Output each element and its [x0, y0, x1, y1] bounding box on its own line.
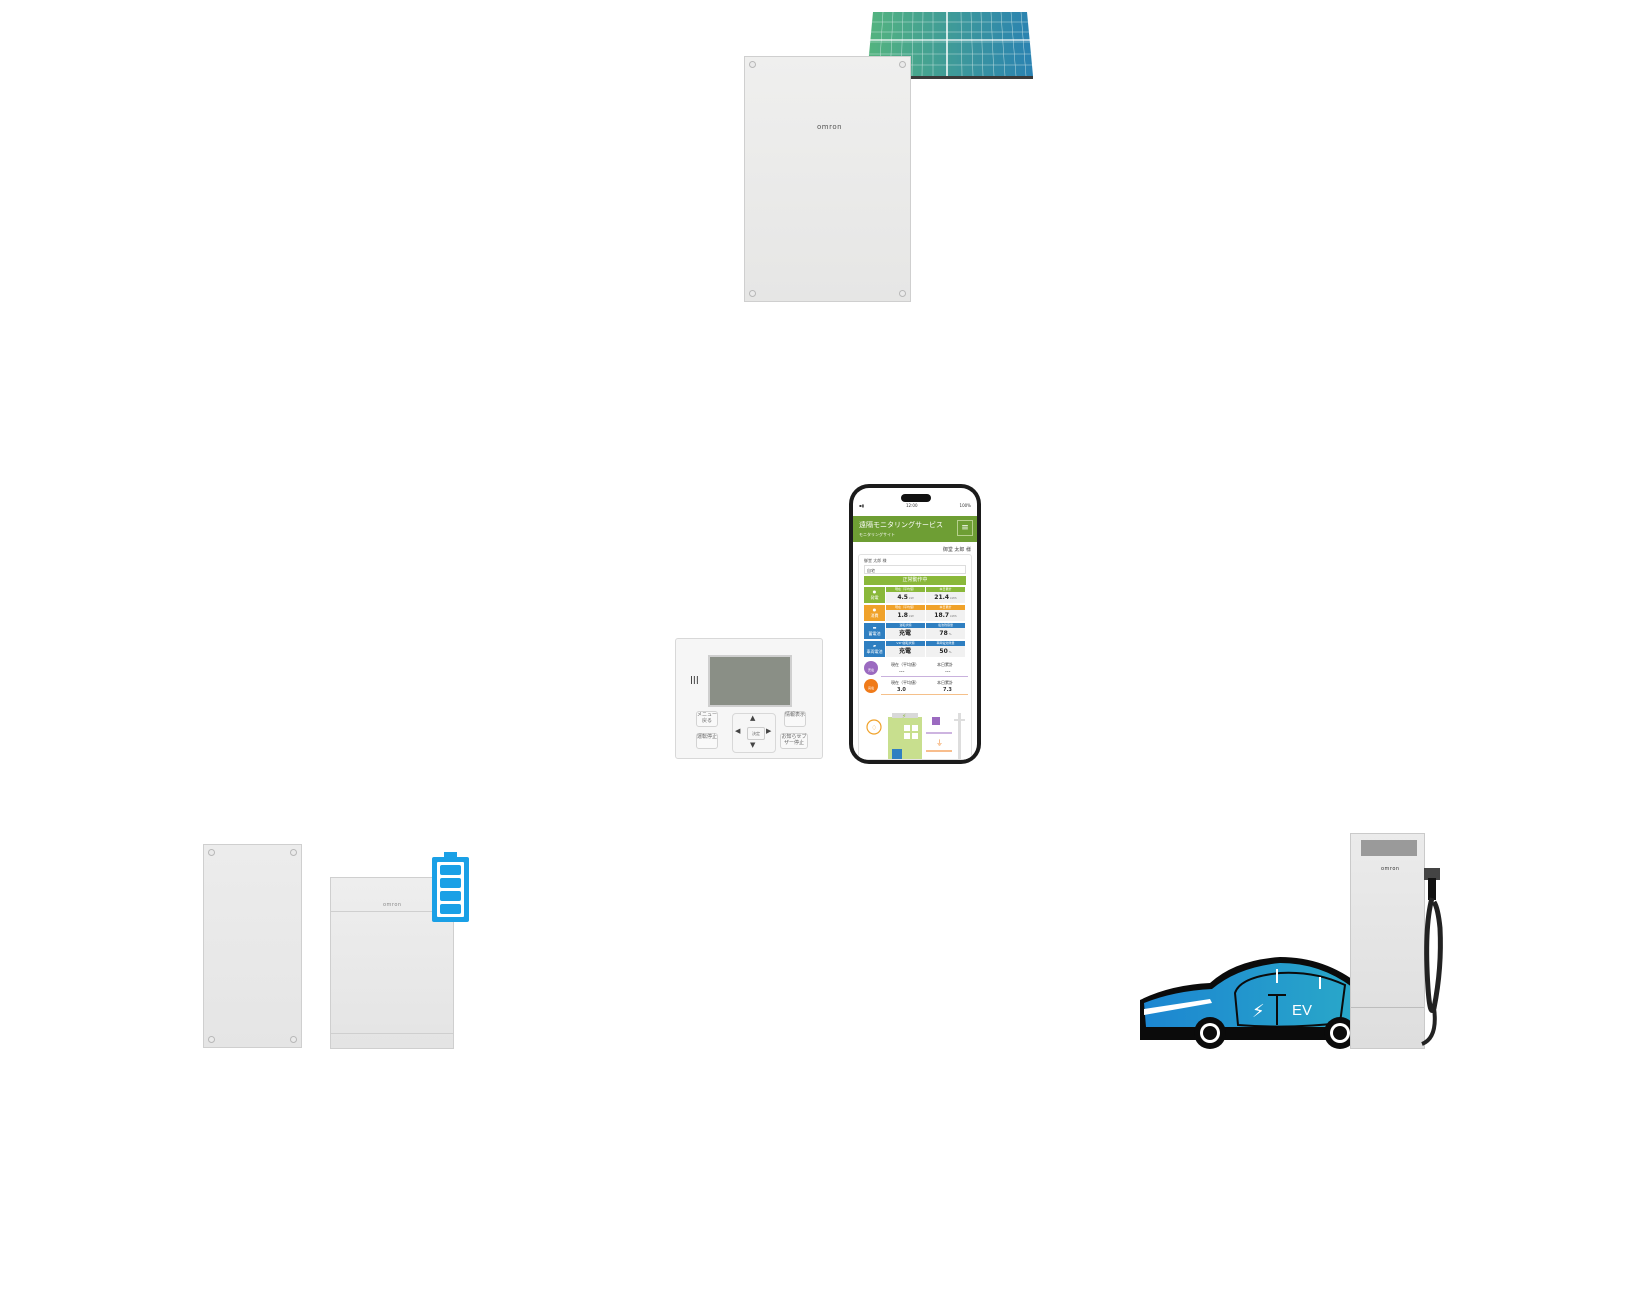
screw-icon	[749, 290, 756, 297]
phone-screen: ▪▮ 12:00 100% 遠隔モニタリングサービス モニタリングサイト ≡ 御…	[853, 488, 977, 760]
metric-label: ▬蓄電池	[864, 623, 885, 639]
remote-controller-image: ||| メニュー戻る 運転停止 ▲ ▼ ◀ ▶ 決定 情報表示 お知らせブザー停…	[675, 638, 823, 759]
flow-value: ---	[945, 669, 951, 675]
divider	[881, 676, 968, 677]
svg-text:⚡: ⚡	[902, 713, 906, 720]
v2h-charger-image: omron	[1350, 833, 1425, 1049]
user-greeting: 御堂 太郎 様	[942, 547, 971, 553]
divider	[331, 911, 453, 912]
sell-power-badge: 売電	[864, 661, 878, 675]
run-stop-button: 運転停止	[696, 733, 718, 749]
screw-icon	[208, 849, 215, 856]
indicator-icon: |||	[690, 675, 699, 684]
smartphone-image: ▪▮ 12:00 100% 遠隔モニタリングサービス モニタリングサイト ≡ 御…	[849, 484, 981, 764]
metric-cell: V2H運転状態充電	[886, 641, 925, 657]
status-battery: 100%	[959, 503, 971, 508]
screw-icon	[899, 290, 906, 297]
screw-icon	[208, 1036, 215, 1043]
divider	[331, 1033, 453, 1034]
bolt-icon: ⚡	[1252, 1001, 1265, 1022]
info-display-button: 情報表示	[784, 711, 806, 727]
flow-header: 現在（平均値）	[891, 662, 919, 667]
arrow-left-icon: ◀	[735, 727, 741, 735]
site-select: 自宅	[864, 565, 966, 574]
charger-control-panel	[1361, 840, 1417, 856]
brand-logo: omron	[1381, 866, 1400, 872]
metric-label: ●消費	[864, 605, 885, 621]
buy-power-badge: 買電	[864, 679, 878, 693]
status-banner: 正常動作中	[864, 576, 966, 585]
bulb-icon: ●	[872, 607, 877, 612]
flow-value: ---	[899, 669, 905, 675]
screw-icon	[749, 61, 756, 68]
signal-icon: ▪▮	[859, 503, 864, 508]
ev-label: EV	[1292, 1002, 1312, 1019]
metric-label: ●発電	[864, 587, 885, 603]
ok-button: 決定	[747, 727, 765, 740]
app-header: 遠隔モニタリングサービス モニタリングサイト ≡	[853, 516, 977, 542]
app-title: 遠隔モニタリングサービス	[859, 521, 943, 529]
svg-text:♢: ♢	[871, 724, 877, 732]
buzzer-stop-button: お知らせブザー停止	[780, 733, 808, 749]
storage-battery-unit-image	[203, 844, 302, 1048]
power-conditioner-image: omron	[744, 56, 911, 302]
direction-pad: ▲ ▼ ◀ ▶ 決定	[732, 713, 776, 753]
battery-full-icon	[432, 852, 469, 922]
app-subtitle: モニタリングサイト	[859, 532, 895, 537]
metric-cell: 現在（平均値）1.8kW	[886, 605, 925, 621]
phone-notch	[901, 494, 931, 502]
screw-icon	[290, 1036, 297, 1043]
flow-header: 現在（平均値）	[891, 680, 919, 685]
svg-text:⏚: ⏚	[936, 739, 943, 747]
arrow-down-icon: ▼	[750, 741, 756, 749]
menu-back-button: メニュー戻る	[696, 711, 718, 727]
status-time: 12:00	[905, 503, 918, 508]
metric-cell: 運転状態充電	[886, 623, 925, 639]
flow-header: 本日累計	[937, 680, 953, 685]
card-user: 御堂 太郎 様	[864, 558, 887, 563]
screw-icon	[290, 849, 297, 856]
divider	[881, 694, 968, 695]
house-energy-illustration: ♢ ⚡ ⏚	[866, 713, 965, 759]
metric-cell: 現在（平均値）4.5kW	[886, 587, 925, 603]
flow-value: 7.3	[943, 687, 952, 693]
brand-logo: omron	[817, 123, 843, 131]
arrow-right-icon: ▶	[766, 727, 772, 735]
solar-icon: ●	[872, 589, 877, 594]
arrow-up-icon: ▲	[750, 714, 756, 722]
lcd-screen	[708, 655, 792, 707]
screw-icon	[899, 61, 906, 68]
hamburger-menu-icon: ≡	[957, 520, 973, 536]
flow-value: 3.0	[897, 687, 906, 693]
metric-label: ▰車両電池	[864, 641, 885, 657]
brand-logo: omron	[383, 902, 402, 908]
divider	[1351, 1007, 1424, 1008]
battery-icon: ▬	[872, 625, 877, 630]
charging-cable-icon	[1421, 868, 1443, 1046]
ev-car-illustration: ⚡ EV	[1140, 957, 1360, 1049]
flow-header: 本日累計	[937, 662, 953, 667]
car-icon: ▰	[872, 643, 877, 648]
phone-status-bar: ▪▮ 12:00 100%	[859, 503, 971, 508]
